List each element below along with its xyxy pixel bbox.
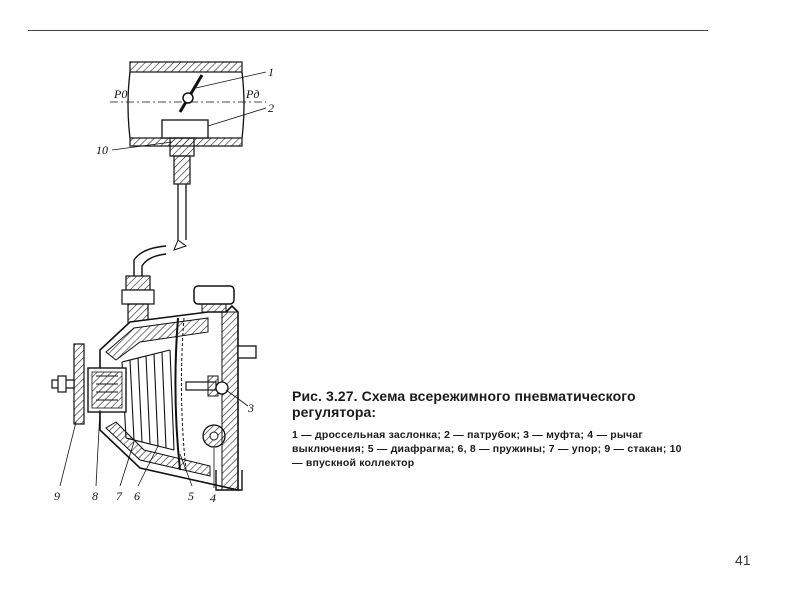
caption-title: Рис. 3.27. Схема всережимного пневматиче… bbox=[292, 388, 636, 420]
label-8: 8 bbox=[92, 489, 98, 503]
branch-pipe-fitting bbox=[161, 119, 209, 185]
label-pd: Pд bbox=[245, 87, 259, 101]
figure-caption: Рис. 3.27. Схема всережимного пневматиче… bbox=[292, 388, 682, 470]
spring-cup bbox=[87, 367, 127, 413]
caption-legend: 1 — дроссельная заслонка; 2 — патрубок; … bbox=[292, 429, 682, 469]
label-5: 5 bbox=[188, 489, 194, 503]
schematic-svg: P0 Pд 1 2 10 3 4 5 6 7 8 9 bbox=[51, 61, 274, 505]
label-p0: P0 bbox=[113, 87, 127, 101]
label-2: 2 bbox=[268, 101, 274, 115]
label-3: 3 bbox=[247, 401, 254, 415]
label-6: 6 bbox=[134, 489, 140, 503]
end-plate bbox=[51, 343, 85, 425]
label-7: 7 bbox=[116, 489, 123, 503]
label-10: 10 bbox=[96, 143, 108, 157]
leader-lines bbox=[59, 71, 267, 488]
regulator-schematic: P0 Pд 1 2 10 3 4 5 6 7 8 9 bbox=[30, 50, 300, 550]
label-9: 9 bbox=[54, 489, 60, 503]
diaphragm bbox=[174, 317, 187, 471]
page-number: 41 bbox=[735, 552, 751, 568]
connecting-tube bbox=[121, 184, 188, 325]
label-1: 1 bbox=[268, 65, 274, 79]
shutoff-lever bbox=[202, 424, 226, 448]
top-divider bbox=[28, 30, 708, 31]
label-4: 4 bbox=[210, 491, 216, 505]
throttle-valve bbox=[178, 74, 204, 113]
stop-rod bbox=[185, 375, 229, 397]
regulator-housing bbox=[99, 285, 257, 491]
